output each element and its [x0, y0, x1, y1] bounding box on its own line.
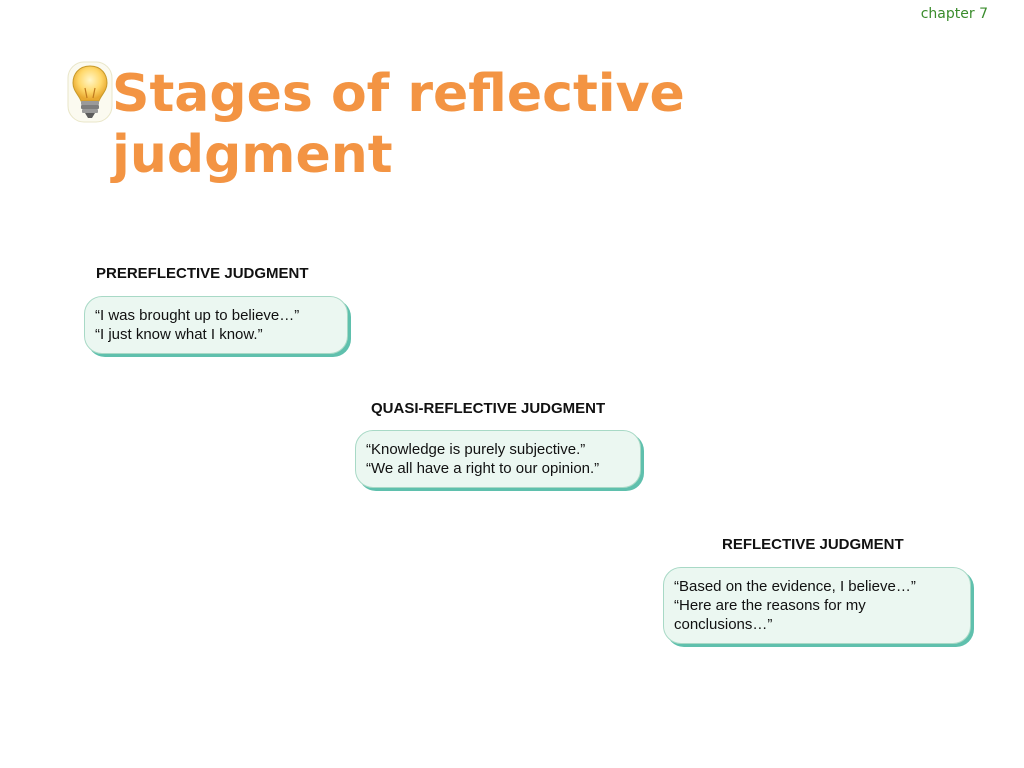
- quote-line: “I was brought up to believe…”: [95, 307, 300, 324]
- stage-label-quasi-reflective: QUASI-REFLECTIVE JUDGMENT: [371, 400, 606, 417]
- quote-line: “We all have a right to our opinion.”: [366, 460, 600, 477]
- quote-bubble-reflective: “Based on the evidence, I believe…” “Her…: [663, 567, 971, 644]
- quote-line: “Based on the evidence, I believe…”: [674, 578, 916, 595]
- page-title: Stages of reflective judgment: [112, 64, 832, 186]
- quote-line: “Here are the reasons for my: [674, 597, 866, 614]
- quote-line: “Knowledge is purely subjective.”: [366, 441, 586, 458]
- lightbulb-icon: [67, 61, 113, 123]
- quote-line: conclusions…”: [674, 616, 773, 633]
- stage-label-reflective: REFLECTIVE JUDGMENT: [722, 536, 904, 553]
- stage-label-prereflective: PREREFLECTIVE JUDGMENT: [96, 265, 309, 282]
- chapter-label: chapter 7: [920, 6, 988, 22]
- title-line-2: judgment: [112, 125, 393, 185]
- quote-bubble-quasi-reflective: “Knowledge is purely subjective.” “We al…: [355, 430, 641, 488]
- title-line-1: Stages of reflective: [112, 64, 685, 124]
- quote-bubble-prereflective: “I was brought up to believe…” “I just k…: [84, 296, 348, 354]
- quote-line: “I just know what I know.”: [95, 326, 263, 343]
